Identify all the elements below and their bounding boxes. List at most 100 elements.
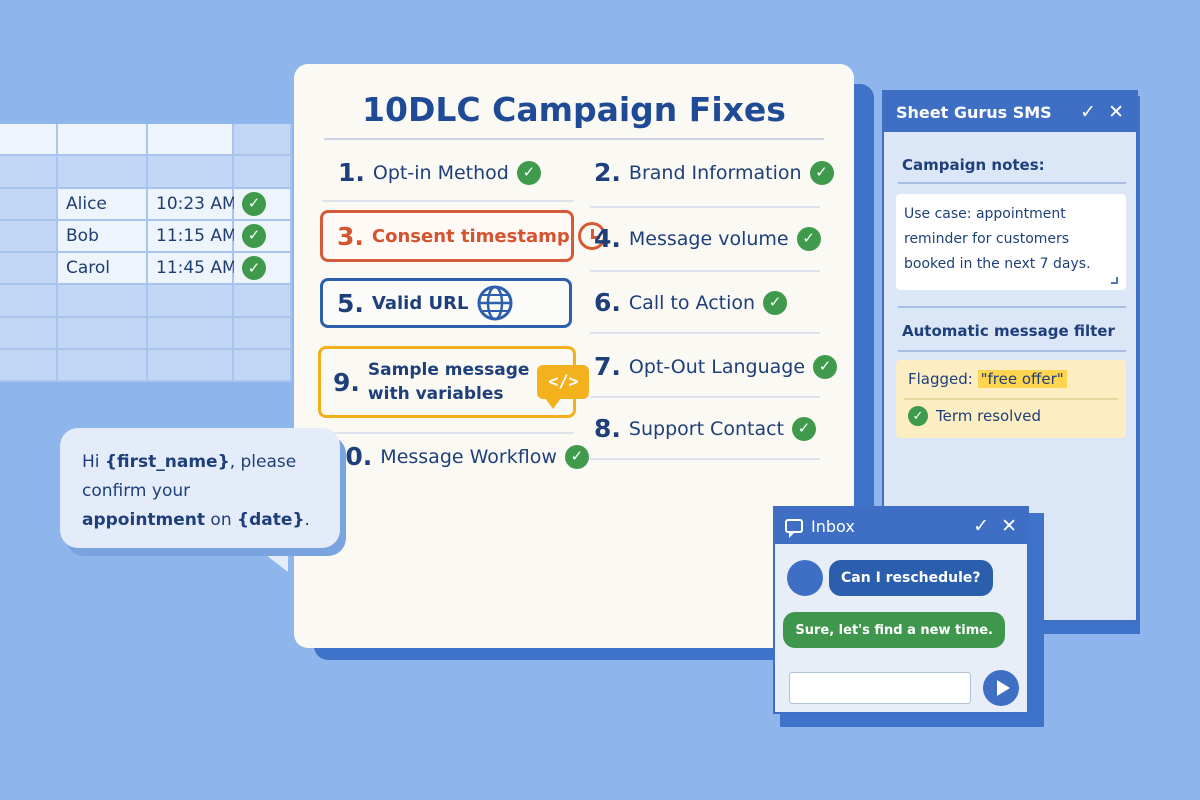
reply-input[interactable] [789,672,971,704]
close-icon[interactable]: ✕ [1001,515,1017,537]
fix-item-message-workflow[interactable]: 10. Message Workflow ✓ [328,442,589,471]
bubble-keyword: appointment [82,510,206,530]
fix-number: 7. [594,352,621,381]
sheet-name-cell[interactable]: Bob [58,220,148,253]
fix-number: 6. [594,288,621,317]
sheet-cell[interactable] [234,317,292,350]
check-icon: ✓ [564,444,589,469]
fix-number: 4. [594,224,621,253]
divider [324,138,824,140]
fix-label: Message volume [628,227,789,250]
divider [898,182,1126,184]
incoming-message: Can I reschedule? [829,560,993,596]
chevron-down-icon[interactable]: ✓ [973,515,990,537]
sheet-cell[interactable] [148,156,234,189]
sheet-cell[interactable] [58,349,148,382]
fix-label: Call to Action [628,291,756,314]
campaign-notes-textarea[interactable]: Use case: appointment reminder for custo… [896,194,1126,290]
sheet-cell[interactable] [234,156,292,189]
sheet-cell[interactable] [58,124,148,157]
sheet-status-cell[interactable]: ✓ [234,220,292,253]
fix-number: 3. [337,221,364,251]
sheet-status-cell[interactable]: ✓ [234,253,292,286]
chat-icon [785,519,803,538]
sheet-cell[interactable] [0,253,58,286]
background-spreadsheet: Alice 10:23 AM ✓ Bob 11:15 AM ✓ Carol 11… [0,124,292,382]
sheet-cell[interactable] [58,156,148,189]
bubble-text: , please confirm your [82,452,297,501]
globe-icon [477,285,513,321]
fix-label: Consent timestamp [371,225,570,247]
sample-message-bubble: Hi {first_name}, please confirm your app… [60,428,340,548]
notes-text: Use case: appointment reminder for custo… [904,206,1091,272]
divider [590,270,820,272]
sheet-cell[interactable] [0,220,58,253]
fix-item-valid-url[interactable]: 5. Valid URL [320,278,572,328]
variable-token: {first_name} [104,452,230,472]
fix-label: Opt-in Method [372,161,509,184]
divider [898,350,1126,352]
fix-number: 1. [338,158,365,187]
sheet-time-cell[interactable]: 10:23 AM [148,188,237,221]
sheet-time-cell[interactable]: 11:15 AM [148,220,237,253]
divider [590,206,820,208]
sheet-cell[interactable] [0,124,58,157]
sheet-cell[interactable] [148,285,234,318]
fix-item-opt-out-language[interactable]: 7. Opt-Out Language ✓ [594,352,838,381]
sms-window-title: Sheet Gurus SMS [896,102,1052,122]
sheet-cell[interactable] [148,349,234,382]
fix-item-sample-message[interactable]: 9. Sample message with variables </> [318,346,590,418]
fix-item-brand-information[interactable]: 2. Brand Information ✓ [594,158,834,187]
sheet-cell[interactable] [148,124,234,157]
fix-label: Sample message with variables [368,358,530,406]
bubble-text: Hi [82,452,105,472]
sheet-name-cell[interactable]: Carol [58,253,148,286]
sheet-cell[interactable] [0,349,58,382]
panel-title: 10DLC Campaign Fixes [362,90,786,129]
clock-icon [577,222,606,250]
chevron-down-icon[interactable]: ✓ [1080,101,1097,123]
sheet-cell[interactable] [234,285,292,318]
fix-label: Valid URL [371,292,469,314]
close-icon[interactable]: ✕ [1108,101,1124,123]
sheet-status-cell[interactable]: ✓ [234,188,292,221]
fix-label: Opt-Out Language [628,355,806,378]
bubble-text: on [205,510,238,530]
fix-number: 5. [337,288,364,318]
send-icon[interactable] [983,670,1019,706]
inbox-window: Inbox ✓ ✕ Can I reschedule? Sure, let's … [773,506,1029,714]
resize-handle-icon[interactable] [1111,277,1118,284]
check-icon: ✓ [813,354,838,379]
sheet-cell[interactable] [58,317,148,350]
fix-item-opt-in-method[interactable]: 1. Opt-in Method ✓ [338,158,541,187]
fix-item-support-contact[interactable]: 8. Support Contact ✓ [594,414,816,443]
inbox-title: Inbox [811,516,855,536]
divider [590,332,820,334]
fix-label: Support Contact [628,417,784,440]
check-icon: ✓ [242,223,266,248]
flagged-term: "free offer" [977,370,1067,388]
fix-item-message-volume[interactable]: 4. Message volume ✓ [594,224,821,253]
sheet-time-cell[interactable]: 11:45 AM [148,253,237,286]
sheet-cell[interactable] [58,285,148,318]
sheet-cell[interactable] [234,349,292,382]
sheet-cell[interactable] [0,317,58,350]
sheet-name-cell[interactable]: Alice [58,188,148,221]
sheet-cell[interactable] [0,188,58,221]
sheet-cell[interactable] [0,285,58,318]
divider [898,306,1126,308]
fix-item-call-to-action[interactable]: 6. Call to Action ✓ [594,288,788,317]
resolved-row: ✓ Term resolved [908,406,1041,426]
check-icon: ✓ [796,226,821,251]
fix-number: 8. [594,414,621,443]
sheet-cell[interactable] [234,124,292,157]
divider [322,200,574,202]
fix-label: Message Workflow [380,445,557,468]
check-icon: ✓ [242,191,266,216]
filter-heading: Automatic message filter [902,322,1115,340]
sheet-cell[interactable] [148,317,234,350]
variable-token: {date} [237,510,305,530]
fix-item-consent-timestamp[interactable]: 3. Consent timestamp [320,210,606,262]
sms-window-header: Sheet Gurus SMS ✓ ✕ [884,92,1136,132]
sheet-cell[interactable] [0,156,58,189]
